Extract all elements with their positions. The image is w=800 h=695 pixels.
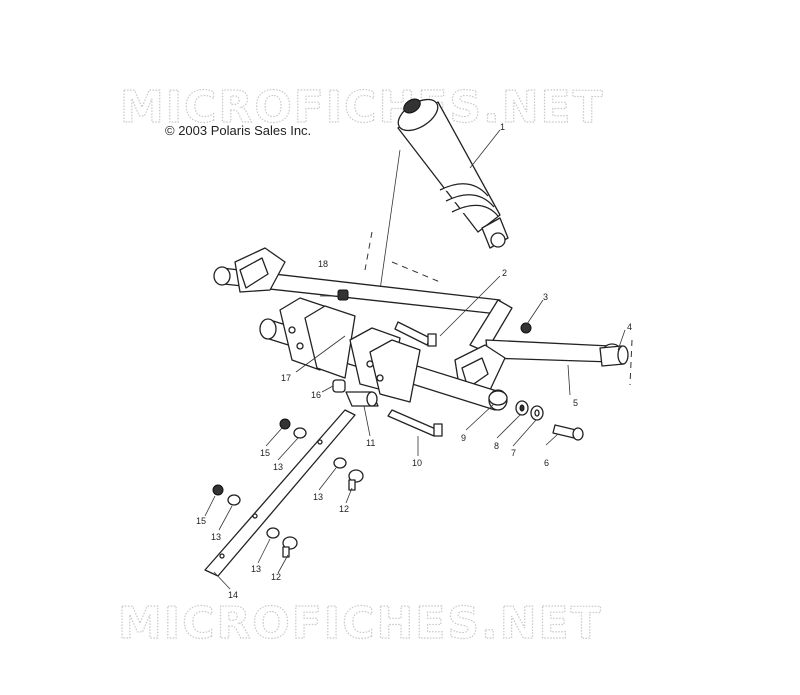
washer-13-upper — [293, 427, 307, 439]
watermark-top: MICROFICHES.NET — [120, 82, 605, 133]
callout-15-upper: 15 — [260, 448, 270, 458]
washer-13-mid — [333, 457, 347, 469]
callout-10: 10 — [412, 458, 422, 468]
alignment-line — [629, 339, 633, 386]
alignment-line — [391, 261, 441, 283]
alignment-line — [364, 231, 373, 271]
watermark-bottom: MICROFICHES.NET — [118, 598, 603, 649]
callout-2: 2 — [502, 268, 507, 278]
copyright-notice: © 2003 Polaris Sales Inc. — [165, 123, 312, 138]
nut-16 — [332, 379, 346, 393]
rivet-12-upper — [348, 469, 364, 491]
bolt-6 — [552, 424, 584, 441]
leader-lines — [204, 129, 626, 590]
spacer-9 — [488, 390, 508, 406]
callout-8: 8 — [494, 441, 499, 451]
shock-absorber — [397, 98, 509, 249]
washer-13-lower — [227, 494, 241, 506]
callout-5: 5 — [573, 398, 578, 408]
slide-strip — [204, 409, 356, 577]
mounting-brackets — [279, 297, 421, 403]
nut-15-upper — [279, 418, 291, 430]
callout-15-lower: 15 — [196, 516, 206, 526]
callout-7: 7 — [511, 448, 516, 458]
pivot-bushing — [599, 345, 629, 367]
callout-13-lower: 13 — [211, 532, 221, 542]
callout-4: 4 — [627, 322, 632, 332]
callout-13-upper: 13 — [273, 462, 283, 472]
callout-3: 3 — [543, 292, 548, 302]
bolt-2 — [394, 321, 437, 347]
nut-18 — [337, 289, 349, 301]
callout-18: 18 — [318, 259, 328, 269]
washer-7 — [530, 405, 544, 421]
nut-15-lower — [212, 484, 224, 496]
callout-12-lower: 12 — [271, 572, 281, 582]
callout-12-upper: 12 — [339, 504, 349, 514]
callout-13-mid: 13 — [313, 492, 323, 502]
shock-mount-line — [379, 149, 401, 291]
callout-14: 14 — [228, 590, 238, 600]
callout-16: 16 — [311, 390, 321, 400]
callout-17: 17 — [281, 373, 291, 383]
bolt-10 — [387, 409, 443, 437]
washer-8 — [515, 400, 529, 416]
spacer-11 — [345, 391, 379, 407]
callout-13-bottom: 13 — [251, 564, 261, 574]
callout-9: 9 — [461, 433, 466, 443]
callout-11: 11 — [366, 438, 375, 448]
rivet-12-lower — [282, 536, 298, 558]
callout-6: 6 — [544, 458, 549, 468]
callout-1: 1 — [500, 122, 505, 132]
washer-13-bottom — [266, 527, 280, 539]
nut-3 — [520, 322, 532, 334]
